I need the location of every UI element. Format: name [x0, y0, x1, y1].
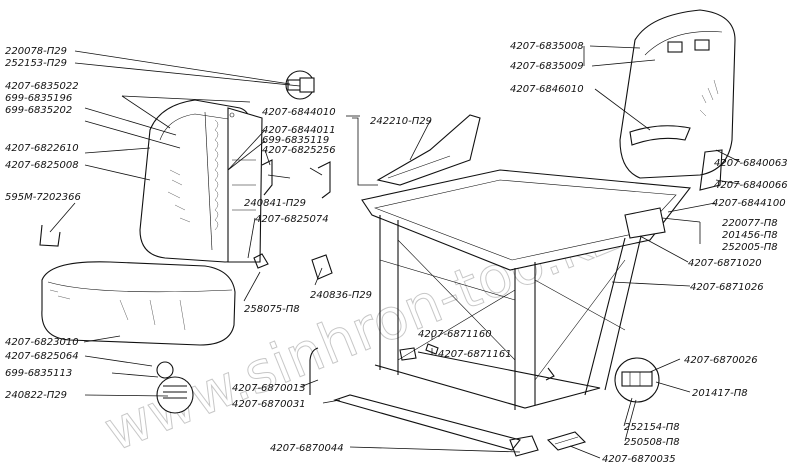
label-6870013: 4207-6870013: [232, 383, 306, 394]
label-6844010: 4207-6844010: [262, 107, 336, 118]
label-6870031: 4207-6870031: [232, 399, 306, 410]
label-7202366: 595М-7202366: [5, 192, 81, 203]
bolt-detail-right: [614, 357, 660, 403]
bolt-nut-detail: [285, 70, 315, 100]
label-6835113: 699-6835113: [5, 368, 72, 379]
label-6835119: 699-6835119: [262, 135, 329, 146]
adjuster-bar: [309, 347, 539, 457]
label-6846010: 4207-6846010: [510, 84, 584, 95]
label-6835196: 699-6835196: [5, 93, 72, 104]
label-6870044: 4207-6870044: [270, 443, 344, 454]
label-6825074: 4207-6825074: [255, 214, 329, 225]
label-252153: 252153-П29: [5, 58, 67, 69]
label-258075: 258075-П8: [244, 304, 300, 315]
label-6825256: 4207-6825256: [262, 145, 336, 156]
label-201417: 201417-П8: [692, 388, 748, 399]
backrest-frame-board: [227, 107, 263, 263]
spring-clip: [39, 224, 61, 247]
label-240841: 240841-П29: [244, 198, 306, 209]
leader-lines: [49, 45, 741, 459]
label-252005: 252005-П8: [722, 242, 778, 253]
pedal-pad: [546, 431, 587, 451]
label-240836: 240836-П29: [310, 290, 372, 301]
armrest-rail: [376, 114, 481, 186]
seat-cushion: [41, 261, 236, 346]
label-6822610: 4207-6822610: [5, 143, 79, 154]
label-6844100: 4207-6844100: [712, 198, 786, 209]
label-6871026: 4207-6871026: [690, 282, 764, 293]
label-6835022: 4207-6835022: [5, 81, 79, 92]
label-6870035: 4207-6870035: [602, 454, 676, 465]
label-242210: 242210-П29: [370, 116, 432, 127]
label-6871160: 4207-6871160: [418, 329, 492, 340]
label-6835008: 4207-6835008: [510, 41, 584, 52]
seat-frame: [361, 169, 692, 410]
upper-backrest: [619, 9, 736, 179]
label-220077: 220077-П8: [722, 218, 778, 229]
backrest-hinge-brackets: [624, 149, 723, 239]
label-6825064: 4207-6825064: [5, 351, 79, 362]
label-240822: 240822-П29: [5, 390, 67, 401]
label-6840066: 4207-6840066: [714, 180, 788, 191]
label-6840063: 4207-6840063: [714, 158, 788, 169]
label-252154: 252154-П8: [624, 422, 680, 433]
label-220078: 220078-П29: [5, 46, 67, 57]
label-201456: 201456-П8: [722, 230, 778, 241]
label-250508: 250508-П8: [624, 437, 680, 448]
label-6871020: 4207-6871020: [688, 258, 762, 269]
seat-edge-detail: [156, 361, 194, 414]
part-labels: 220078-П29 252153-П29 4207-6835022 699-6…: [5, 41, 788, 465]
label-6844011: 4207-6844011: [262, 125, 336, 136]
label-6825008: 4207-6825008: [5, 160, 79, 171]
label-6871161: 4207-6871161: [438, 349, 512, 360]
label-6870026: 4207-6870026: [684, 355, 758, 366]
label-6835009: 4207-6835009: [510, 61, 584, 72]
label-6823010: 4207-6823010: [5, 337, 79, 348]
mount-bracket-left: [253, 159, 333, 280]
small-pivot-parts: [399, 343, 555, 381]
label-6835202: 699-6835202: [5, 105, 72, 116]
